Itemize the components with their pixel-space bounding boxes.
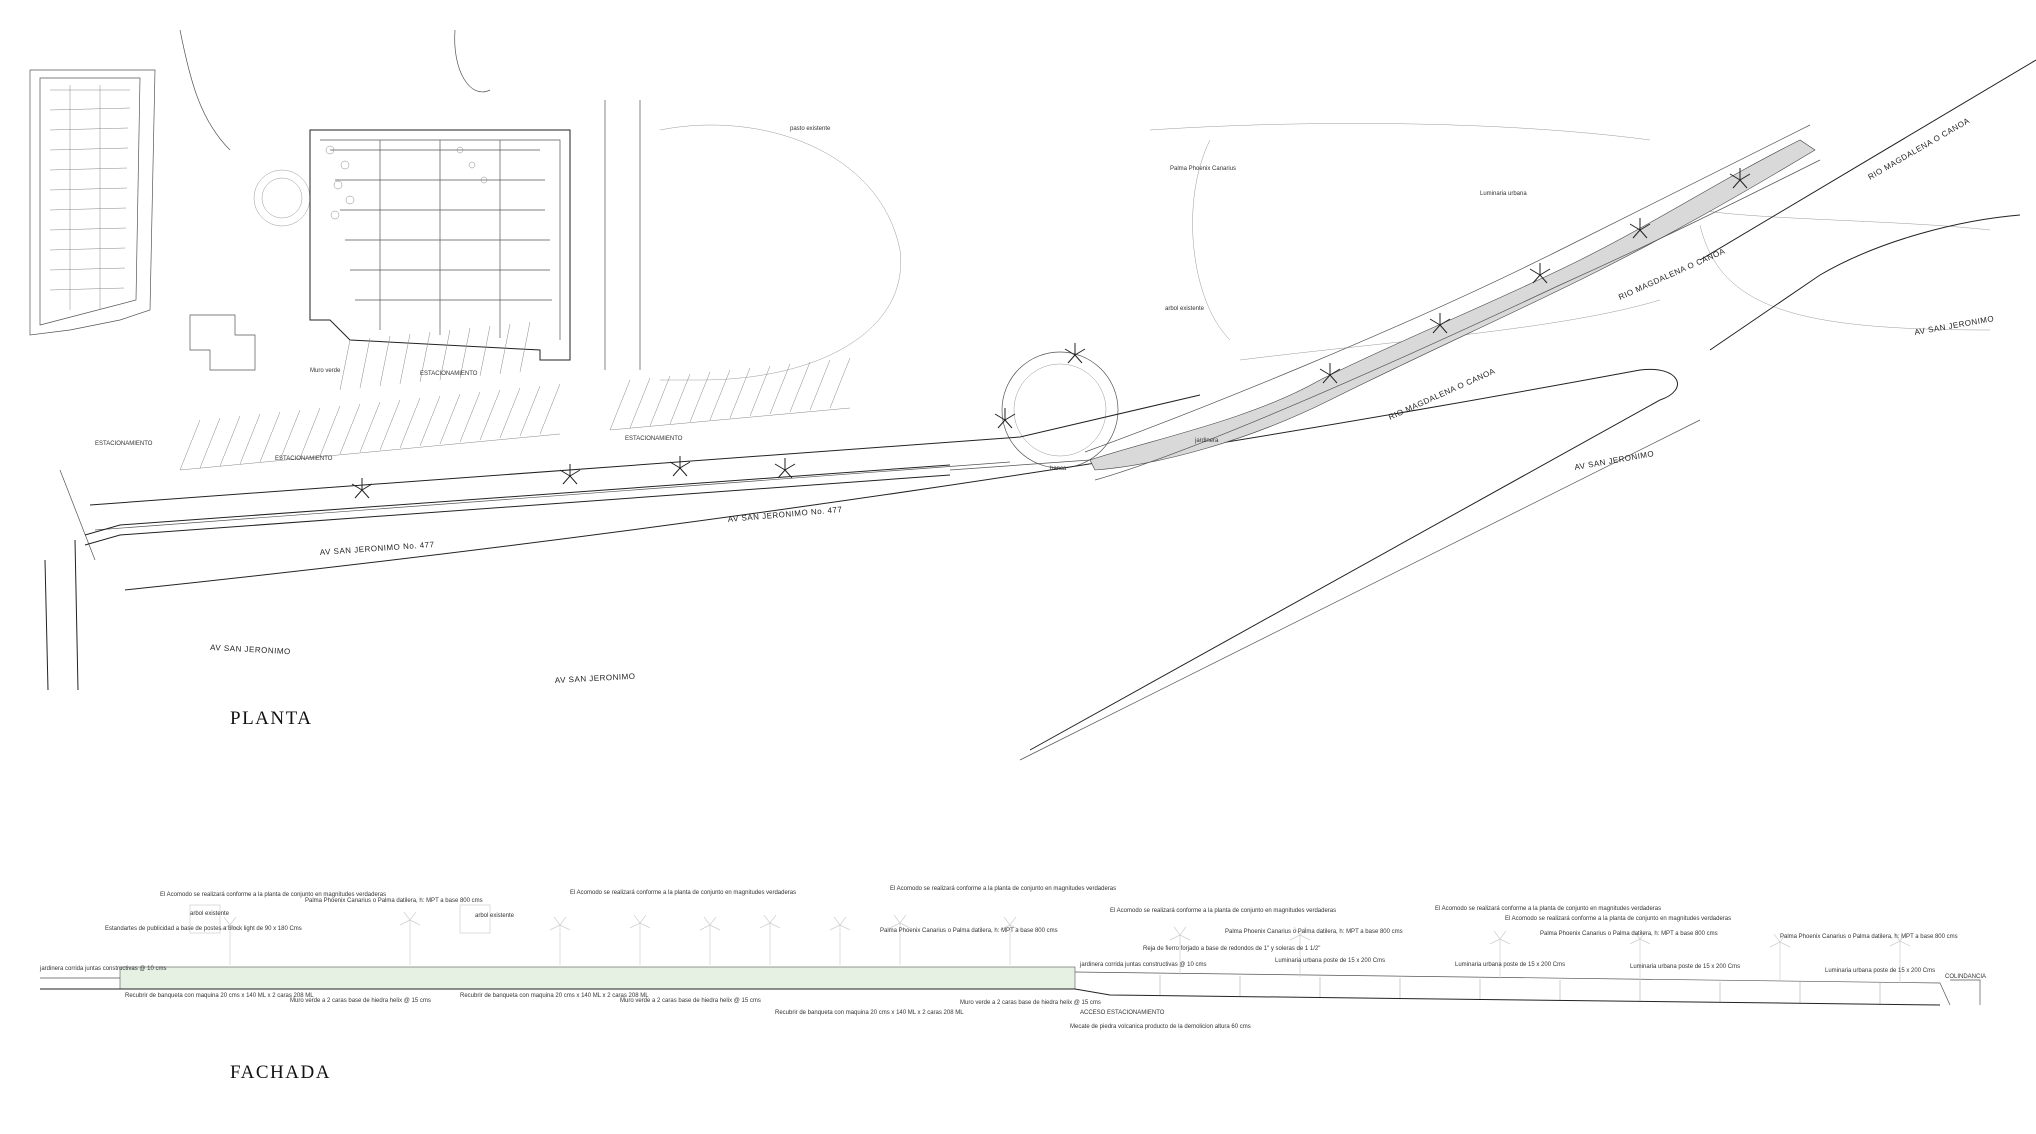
label-banca: banca xyxy=(1050,466,1067,472)
street-label-av-san-jeronimo-477-a: AV SAN JERONIMO No. 477 xyxy=(320,540,435,557)
street-label-av-san-jeronimo-3: AV SAN JERONIMO xyxy=(1574,449,1655,472)
elevation-fachada xyxy=(40,904,1981,1006)
note-arbol-1: arbol existente xyxy=(190,911,230,917)
note-palma-4: Palma Phoenix Canarius o Palma datilera,… xyxy=(1540,931,1718,937)
label-estacionamiento-2: ESTACIONAMIENTO xyxy=(275,456,333,462)
street-label-rio-magdalena-1: RIO MAGDALENA O CANOA xyxy=(1387,366,1497,421)
note-acomodo-3: El Acomodo se realizará conforme a la pl… xyxy=(890,886,1116,892)
label-palma: Palma Phoenix Canarius xyxy=(1170,166,1236,172)
note-recubrir-3: Recubrir de banqueta con maquina 20 cms … xyxy=(775,1010,964,1016)
elevation-notes: El Acomodo se realizará conforme a la pl… xyxy=(39,886,1986,1083)
note-muro-verde-1: Muro verde a 2 caras base de hiedra heli… xyxy=(290,998,431,1004)
note-palma-2: Palma Phoenix Canarius o Palma datilera,… xyxy=(880,928,1058,934)
street-label-rio-magdalena-2: RIO MAGDALENA O CANOA xyxy=(1617,246,1727,301)
street-label-rio-magdalena-3: RIO MAGDALENA O CANOA xyxy=(1867,116,1972,182)
plan-linear-park xyxy=(84,124,1821,546)
green-wall-band xyxy=(119,966,1076,990)
plan-roads xyxy=(44,59,2036,761)
note-acomodo-6: El Acomodo se realizará conforme a la pl… xyxy=(1505,916,1731,922)
plan-parking-stalls xyxy=(179,321,851,471)
note-reja: Reja de fierro forjado a base de redondo… xyxy=(1143,946,1320,952)
note-muro-verde-2: Muro verde a 2 caras base de hiedra heli… xyxy=(620,998,761,1004)
label-estacionamiento-4: ESTACIONAMIENTO xyxy=(625,436,683,442)
note-palma-1: Palma Phoenix Canarius o Palma datilera,… xyxy=(305,898,483,904)
note-acomodo-4: El Acomodo se realizará conforme a la pl… xyxy=(1110,908,1336,914)
note-luminaria-4: Luminaria urbana poste de 15 x 200 Cms xyxy=(1825,968,1935,974)
street-label-av-san-jeronimo-477-b: AV SAN JERONIMO No. 477 xyxy=(727,505,842,524)
note-acomodo-1: El Acomodo se realizará conforme a la pl… xyxy=(160,892,386,898)
label-jardinera: jardinera xyxy=(1194,438,1219,444)
note-muro-verde-3: Muro verde a 2 caras base de hiedra heli… xyxy=(960,1000,1101,1006)
note-acomodo-5: El Acomodo se realizará conforme a la pl… xyxy=(1435,906,1661,912)
note-luminaria-1: Luminaria urbana poste de 15 x 200 Cms xyxy=(1275,958,1385,964)
note-colindancia: COLINDANCIA xyxy=(1945,974,1986,980)
label-estacionamiento-1: ESTACIONAMIENTO xyxy=(95,441,153,447)
street-label-av-san-jeronimo-4: AV SAN JERONIMO xyxy=(1914,314,1995,337)
note-mecate: Mecate de piedra volcanica producto de l… xyxy=(1070,1024,1251,1030)
section-title-planta: PLANTA xyxy=(230,708,312,729)
note-jardinera-1: jardinera corrida juntas constructivas @… xyxy=(39,966,166,972)
street-label-av-san-jeronimo-1: AV SAN JERONIMO xyxy=(210,643,291,656)
label-muro-verde: Muro verde xyxy=(310,368,341,374)
note-recubrir-1: Recubrir de banqueta con maquina 20 cms … xyxy=(125,993,314,999)
plan-site-context xyxy=(29,29,1991,469)
note-estandarte: Estandartes de publicidad a base de post… xyxy=(105,926,302,932)
plan-palm-trees xyxy=(351,168,1751,499)
note-luminaria-2: Luminaria urbana poste de 15 x 200 Cms xyxy=(1455,962,1565,968)
street-label-av-san-jeronimo-2: AV SAN JERONIMO xyxy=(555,672,636,685)
note-palma-5: Palma Phoenix Canarius o Palma datilera,… xyxy=(1780,934,1958,940)
note-acomodo-2: El Acomodo se realizará conforme a la pl… xyxy=(570,890,796,896)
note-luminaria-3: Luminaria urbana poste de 15 x 200 Cms xyxy=(1630,964,1740,970)
note-arbol-2: arbol existente xyxy=(475,913,515,919)
note-jardinera-2: jardinera corrida juntas constructivas @… xyxy=(1079,962,1206,968)
label-pasto-existente: pasto existente xyxy=(790,126,831,132)
label-luminaria: Luminaria urbana xyxy=(1480,191,1527,197)
label-arbol-existente: arbol existente xyxy=(1165,306,1205,312)
note-recubrir-2: Recubrir de banqueta con maquina 20 cms … xyxy=(460,993,649,999)
note-palma-3: Palma Phoenix Canarius o Palma datilera,… xyxy=(1225,929,1403,935)
section-title-fachada: FACHADA xyxy=(230,1062,331,1083)
label-estacionamiento-3: ESTACIONAMIENTO xyxy=(420,371,478,377)
note-acceso: ACCESO ESTACIONAMIENTO xyxy=(1080,1010,1165,1016)
